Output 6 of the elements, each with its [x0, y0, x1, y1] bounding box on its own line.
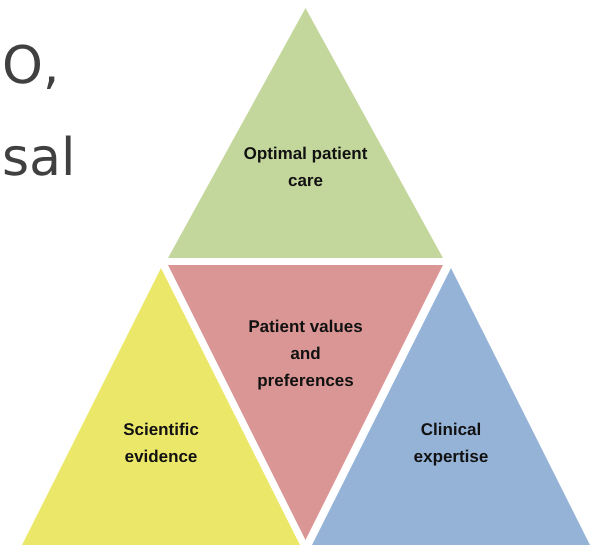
cut-off-heading-text: sal: [2, 132, 76, 184]
node-label: Clinical expertise: [412, 419, 490, 468]
node-label: Patient values and preferences: [247, 316, 364, 392]
node-label: Optimal patient care: [242, 143, 368, 192]
node-label: Scientific evidence: [122, 419, 200, 468]
cut-off-heading-text: O,: [2, 40, 60, 92]
